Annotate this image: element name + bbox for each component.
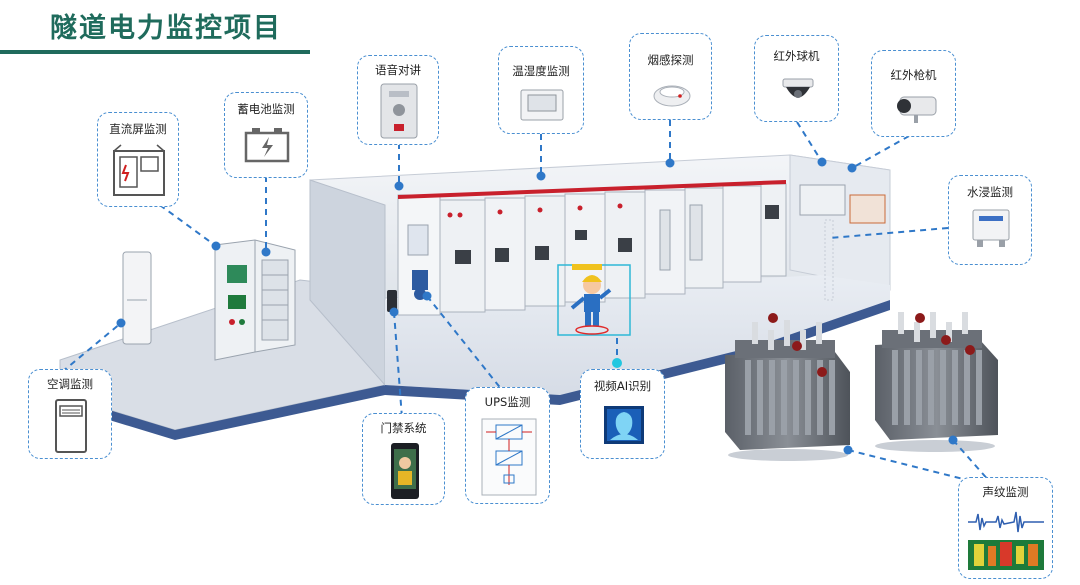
- face-recognition-icon: [602, 404, 646, 446]
- card-acoustic: 声纹监测: [958, 477, 1053, 579]
- label-smoke: 烟感探测: [630, 52, 711, 68]
- card-video-ai: 视频AI识别: [580, 369, 665, 459]
- intercom-icon: [377, 82, 421, 140]
- label-access: 门禁系统: [363, 420, 444, 436]
- card-ac: 空调监测: [28, 369, 112, 459]
- label-intercom: 语音对讲: [358, 62, 438, 78]
- smoke-detector-icon: [650, 76, 694, 110]
- label-acoustic: 声纹监测: [959, 484, 1052, 500]
- air-conditioner-icon: [53, 398, 89, 454]
- waveform-icon: [968, 506, 1044, 572]
- ups-diagram-icon: [478, 415, 540, 499]
- label-ir-dome: 红外球机: [755, 48, 838, 64]
- card-water: 水浸监测: [948, 175, 1032, 265]
- label-video-ai: 视频AI识别: [581, 378, 664, 394]
- label-ir-bullet: 红外枪机: [872, 67, 955, 83]
- card-ir-dome: 红外球机: [754, 35, 839, 122]
- transformer-right: [875, 312, 998, 452]
- card-dc-screen: 直流屏监测: [97, 112, 179, 207]
- card-ir-bullet: 红外枪机: [871, 50, 956, 137]
- dome-camera-icon: [780, 76, 816, 106]
- ai-node: [612, 358, 622, 368]
- label-battery: 蓄电池监测: [225, 101, 307, 117]
- battery-icon: [243, 125, 291, 165]
- card-ups: UPS监测: [465, 387, 550, 504]
- card-smoke: 烟感探测: [629, 33, 712, 120]
- label-ac: 空调监测: [29, 376, 111, 392]
- dc-screen-icon: [111, 143, 167, 198]
- card-battery: 蓄电池监测: [224, 92, 308, 178]
- bullet-camera-icon: [890, 93, 940, 125]
- card-access: 门禁系统: [362, 413, 445, 505]
- card-temp-humidity: 温湿度监测: [498, 46, 584, 134]
- label-temp-humidity: 温湿度监测: [499, 63, 583, 79]
- label-water: 水浸监测: [949, 184, 1031, 200]
- label-ups: UPS监测: [466, 394, 549, 410]
- dc-battery-cabinets: [215, 240, 295, 360]
- thermostat-icon: [519, 87, 565, 123]
- card-intercom: 语音对讲: [357, 55, 439, 145]
- air-conditioner-unit: [123, 252, 151, 344]
- water-sensor-icon: [969, 206, 1013, 250]
- face-terminal-icon: [389, 441, 421, 501]
- label-dc-screen: 直流屏监测: [98, 121, 178, 137]
